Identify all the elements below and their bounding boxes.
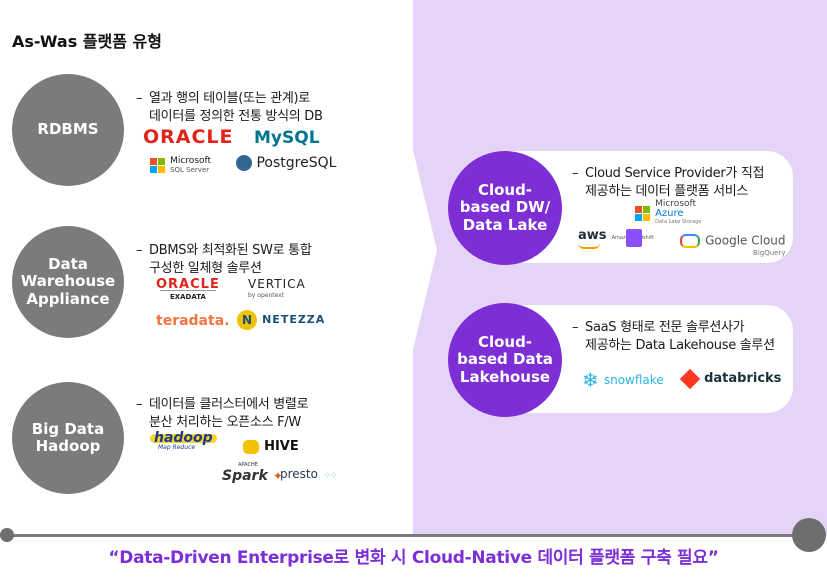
presto-logo: presto ⁘⁘ — [280, 467, 337, 481]
circle-dw-appliance: Data Warehouse Appliance — [12, 226, 124, 338]
mssql-logo: Microsoft SQL Server — [150, 155, 211, 175]
oracle-logo: ORACLE — [143, 126, 234, 148]
microsoft-icon — [635, 206, 650, 221]
cloud-icon — [680, 233, 700, 248]
dots-icon: ⁘⁘ — [323, 471, 337, 481]
snowflake-logo: ❄ snowflake — [582, 368, 664, 392]
desc-cloud-lakehouse: – SaaS 형태로 전문 솔루션사가 제공하는 Data Lakehouse … — [572, 320, 775, 353]
circle-cloud-dw: Cloud-based DW/ Data Lake — [448, 151, 562, 265]
databricks-icon — [679, 368, 701, 389]
desc-rdbms: – 열과 행의 테이블(또는 관계)로 데이터를 정의한 전통 방식의 DB — [136, 91, 323, 124]
circle-label: RDBMS — [37, 120, 99, 139]
google-cloud-logo: Google Cloud BigQuery — [680, 230, 786, 257]
circle-rdbms: RDBMS — [12, 74, 124, 186]
circle-cloud-lakehouse: Cloud-based Data Lakehouse — [448, 303, 562, 417]
elephant-icon — [236, 155, 252, 171]
desc-cloud-dw: – Cloud Service Provider가 직접 제공하는 데이터 플랫… — [572, 166, 765, 199]
desc-dw-appliance: – DBMS와 최적화된 SW로 통합 구성한 일체형 솔루션 — [136, 243, 312, 276]
circle-label: Cloud-based Data Lakehouse — [457, 333, 553, 386]
netezza-icon: N — [237, 309, 257, 330]
vertica-logo: VERTICA by opentext — [248, 277, 306, 299]
tagline: “Data-Driven Enterprise로 변화 시 Cloud-Nati… — [108, 548, 719, 568]
hive-logo: HIVE — [243, 436, 299, 455]
hadoop-logo: hadoop Map Reduce — [150, 431, 217, 452]
snowflake-icon: ❄ — [582, 368, 599, 392]
timeline-line — [7, 534, 807, 537]
azure-logo: Microsoft Azure Data Lake Storage — [635, 200, 701, 227]
circle-label: Data Warehouse Appliance — [20, 255, 116, 308]
star-icon: ✦ — [272, 469, 283, 483]
mysql-logo: MySQL — [254, 128, 320, 148]
cloud-panel — [413, 0, 827, 536]
circle-label: Cloud-based DW/ Data Lake — [459, 181, 551, 234]
postgresql-logo: PostgreSQL — [236, 155, 336, 171]
aws-logo: aws Amazon Redshift — [578, 229, 654, 249]
desc-hadoop: – 데이터를 클러스터에서 병렬로 분산 처리하는 오픈소스 F/W — [136, 397, 309, 430]
chevron-divider — [413, 150, 437, 350]
redshift-icon — [626, 229, 642, 247]
circle-label: Big Data Hadoop — [31, 419, 105, 455]
netezza-logo: N NETEZZA — [237, 309, 325, 330]
teradata-logo: teradata. — [156, 313, 230, 329]
aws-smile-icon — [578, 243, 600, 249]
bee-icon — [243, 439, 259, 454]
microsoft-icon — [150, 158, 165, 173]
timeline-start-dot — [0, 528, 14, 542]
databricks-logo: databricks — [679, 368, 781, 389]
timeline-end-dot — [792, 518, 826, 552]
page-title: As-Was 플랫폼 유형 — [12, 32, 162, 51]
spark-logo: APACHE Spark ✦ — [222, 462, 283, 484]
oracle-exadata-logo: ORACLE EXADATA — [156, 277, 220, 301]
circle-hadoop: Big Data Hadoop — [12, 382, 124, 494]
